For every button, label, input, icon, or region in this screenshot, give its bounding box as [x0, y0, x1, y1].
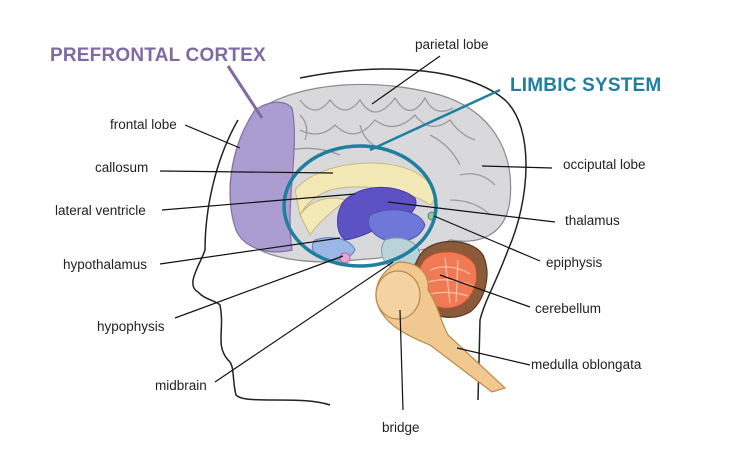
leader-cerebellum: [439, 274, 531, 308]
label-hypophysis: hypophysis: [97, 319, 165, 334]
leader-epiphysis: [433, 215, 541, 262]
leader-bridge: [399, 309, 404, 411]
label-medulla-oblongata: medulla oblongata: [531, 357, 642, 372]
limbic-system-heading: LIMBIC SYSTEM: [510, 75, 662, 96]
label-hypothalamus: hypothalamus: [63, 257, 148, 272]
leader-callosum: [159, 170, 334, 174]
leader-parietal: [371, 55, 441, 105]
callosum-shape: [294, 162, 435, 217]
thalamus-shape: [367, 209, 426, 243]
leader-frontal: [184, 124, 241, 149]
leader-occipital: [481, 165, 553, 169]
leader-midbrain: [214, 261, 394, 383]
label-cerebellum: cerebellum: [535, 301, 602, 316]
leader-lines: [159, 55, 556, 411]
label-parietal-lobe: parietal lobe: [415, 37, 489, 52]
label-bridge: bridge: [382, 420, 420, 435]
prefrontal-region: [229, 101, 296, 253]
hypophysis-shape: [339, 252, 351, 264]
leader-hypophysis: [174, 255, 344, 319]
limbic-pointer: [369, 88, 501, 152]
prefrontal-pointer: [226, 65, 264, 119]
label-callosum: callosum: [95, 160, 149, 175]
prefrontal-cortex-heading: PREFRONTAL CORTEX: [50, 45, 266, 66]
label-midbrain: midbrain: [155, 378, 207, 393]
limbic-system-ring: [282, 144, 438, 268]
pons-shape: [375, 270, 421, 320]
label-epiphysis: epiphysis: [546, 255, 603, 270]
head-outline: [192, 68, 527, 406]
leader-lateral-ventricle: [161, 193, 356, 211]
cortex-gyri: [289, 96, 496, 216]
cerebellum-folia: [427, 257, 474, 304]
label-lateral-ventricle: lateral ventricle: [55, 203, 146, 218]
label-frontal-lobe: frontal lobe: [110, 117, 177, 132]
leader-hypothalamus: [159, 237, 341, 265]
label-thalamus: thalamus: [565, 213, 620, 228]
leader-thalamus: [387, 201, 556, 223]
label-occipital-lobe: occiputal lobe: [563, 157, 646, 172]
leader-medulla: [456, 347, 531, 366]
